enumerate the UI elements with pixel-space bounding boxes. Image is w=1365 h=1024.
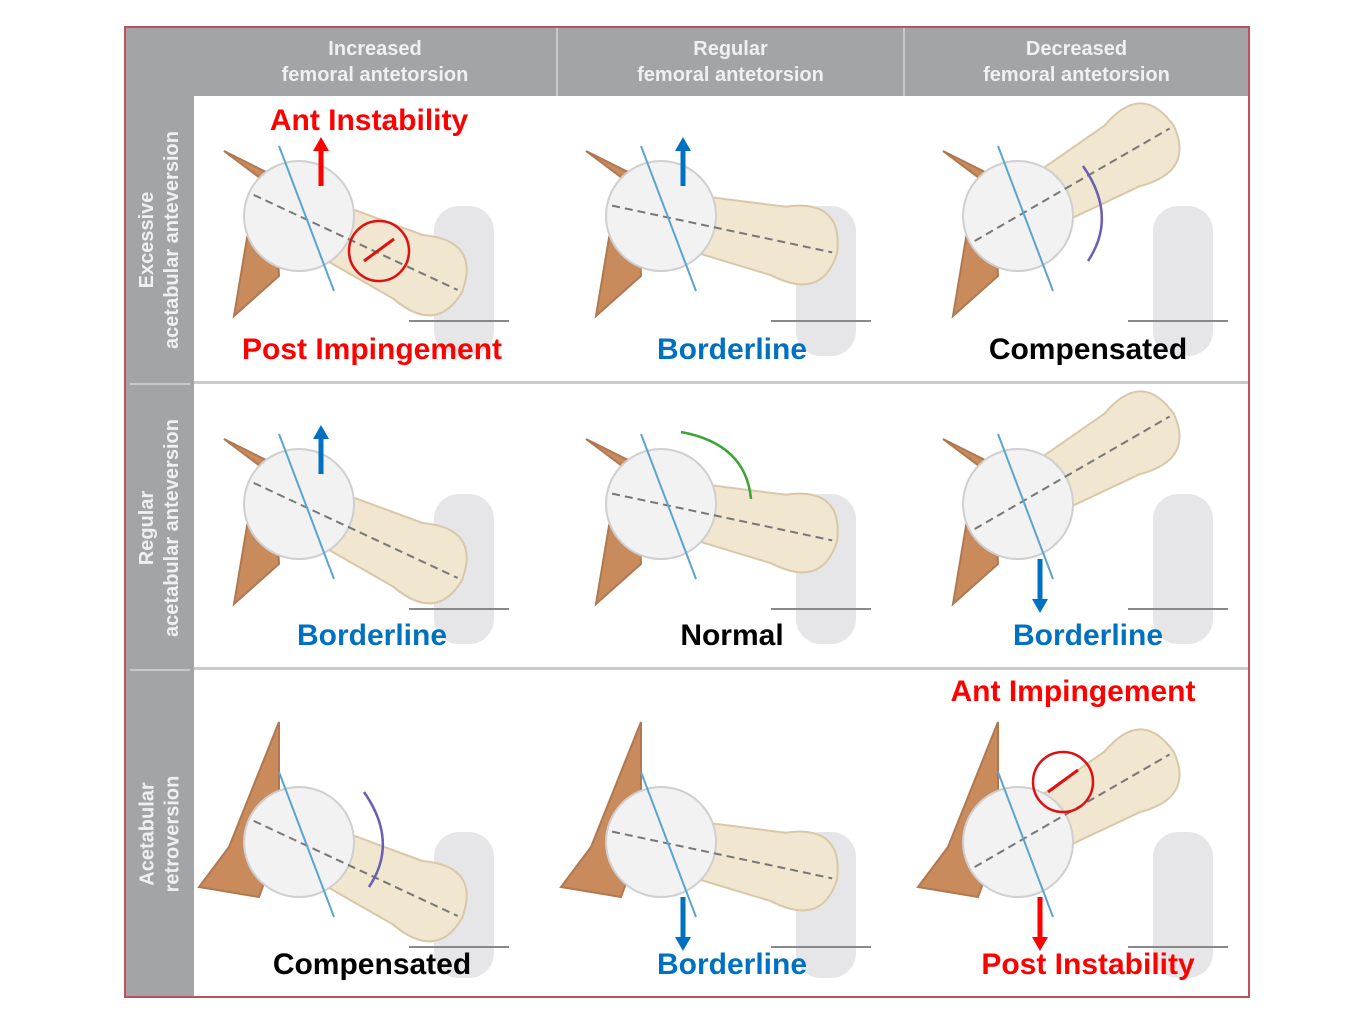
hip-illustration — [585, 430, 871, 644]
arrow-head-icon — [1032, 599, 1048, 613]
femur-shaft — [1153, 832, 1213, 978]
arrow-head-icon — [313, 425, 329, 439]
femoral-head — [962, 448, 1074, 560]
cell-1-2: Borderline — [903, 384, 1248, 667]
rotation-arrow — [362, 791, 385, 888]
femoral-axis-line — [611, 492, 833, 542]
row-header-line: Acetabular — [136, 781, 158, 886]
femoral-axis-line — [974, 415, 1171, 530]
outcome-label: Borderline — [656, 333, 808, 366]
cell-1-0: Borderline — [194, 384, 556, 667]
row-header-line: acetabular anteversion — [161, 131, 183, 349]
cell-0-1: Borderline — [556, 96, 903, 381]
outcome-label: Post Instability — [981, 948, 1195, 981]
rotation-arrow — [680, 430, 753, 500]
hip-illustration — [559, 721, 871, 978]
femoral-axis-line — [253, 819, 459, 917]
impingement-circle — [1031, 750, 1095, 814]
column-header-line: Increased — [328, 38, 422, 60]
column-header-decreased: Decreased femoral antetorsion — [905, 28, 1248, 96]
outcome-label: Normal — [680, 619, 784, 652]
femoral-head — [962, 786, 1074, 898]
column-header-increased: Increased femoral antetorsion — [194, 28, 556, 96]
column-header-line: Regular — [693, 38, 768, 60]
femoral-head — [243, 160, 355, 272]
row-header-line: Excessive — [136, 191, 158, 289]
column-header-line: femoral antetorsion — [983, 64, 1170, 86]
femoral-axis-line — [253, 481, 459, 579]
acetabular-plane-line — [997, 771, 1054, 918]
hip-illustration — [916, 721, 1228, 978]
femoral-head — [605, 786, 717, 898]
femoral-head — [605, 448, 717, 560]
femur-shaft — [1153, 494, 1213, 644]
acetabular-plane-line — [640, 771, 697, 918]
cell-1-1: Normal — [556, 384, 903, 667]
acetabular-plane-line — [278, 433, 335, 580]
column-header-line: Decreased — [1025, 38, 1128, 60]
row-divider — [130, 669, 190, 671]
acetabular-plane-line — [278, 145, 335, 292]
acetabular-plane-line — [997, 433, 1054, 580]
hip-illustration — [942, 390, 1228, 644]
classification-grid: Increased femoral antetorsion Regular femo… — [124, 26, 1250, 998]
cell-0-2: Compensated — [903, 96, 1248, 381]
arrow-head-icon — [675, 937, 691, 951]
outcome-label: Borderline — [1012, 619, 1164, 652]
rotation-arrow — [1081, 165, 1104, 262]
row-divider — [194, 667, 1248, 670]
cell-2-1: Borderline — [556, 670, 903, 996]
arrow-head-icon — [313, 137, 329, 151]
femur-shaft — [1153, 206, 1213, 356]
femoral-head — [243, 448, 355, 560]
acetabular-plane-line — [997, 145, 1054, 292]
column-header-regular: Regular femoral antetorsion — [558, 28, 903, 96]
outcome-label-top: Ant Instability — [269, 104, 469, 137]
outcome-label: Post Impingement — [241, 333, 503, 366]
femoral-head — [605, 160, 717, 272]
arrow-head-icon — [1032, 937, 1048, 951]
column-header-line: femoral antetorsion — [637, 64, 824, 86]
column-divider — [556, 28, 558, 96]
impingement-circle — [347, 219, 411, 283]
row-divider — [194, 381, 1248, 384]
acetabular-plane-line — [640, 145, 697, 292]
row-header-line: retroversion — [161, 775, 183, 892]
femoral-axis-line — [611, 204, 833, 254]
hip-illustration — [223, 137, 509, 356]
column-header-line: femoral antetorsion — [281, 64, 469, 86]
femoral-axis-line — [974, 753, 1171, 868]
impingement-arrow — [363, 237, 395, 263]
impingement-arrow — [1047, 768, 1079, 794]
outcome-label-top: Ant Impingement — [950, 675, 1196, 708]
outcome-label: Compensated — [988, 333, 1188, 366]
column-divider — [903, 28, 905, 96]
outcome-label: Compensated — [272, 948, 472, 981]
arrow-head-icon — [675, 137, 691, 151]
femoral-head — [243, 786, 355, 898]
femoral-axis-line — [611, 830, 833, 880]
outcome-label: Borderline — [656, 948, 808, 981]
row-header-line: acetabular anteversion — [161, 418, 183, 637]
hip-illustration — [942, 102, 1228, 356]
hip-illustration — [585, 137, 871, 356]
row-divider — [130, 383, 190, 385]
femoral-axis-line — [974, 127, 1171, 242]
acetabular-plane-line — [640, 433, 697, 580]
hip-illustration — [223, 425, 509, 644]
femoral-axis-line — [253, 193, 459, 291]
femoral-head — [962, 160, 1074, 272]
hip-illustration — [197, 721, 509, 978]
acetabular-plane-line — [278, 771, 335, 918]
row-header-line: Regular — [136, 490, 158, 565]
outcome-label: Borderline — [296, 619, 448, 652]
cell-2-0: Compensated — [194, 670, 556, 996]
